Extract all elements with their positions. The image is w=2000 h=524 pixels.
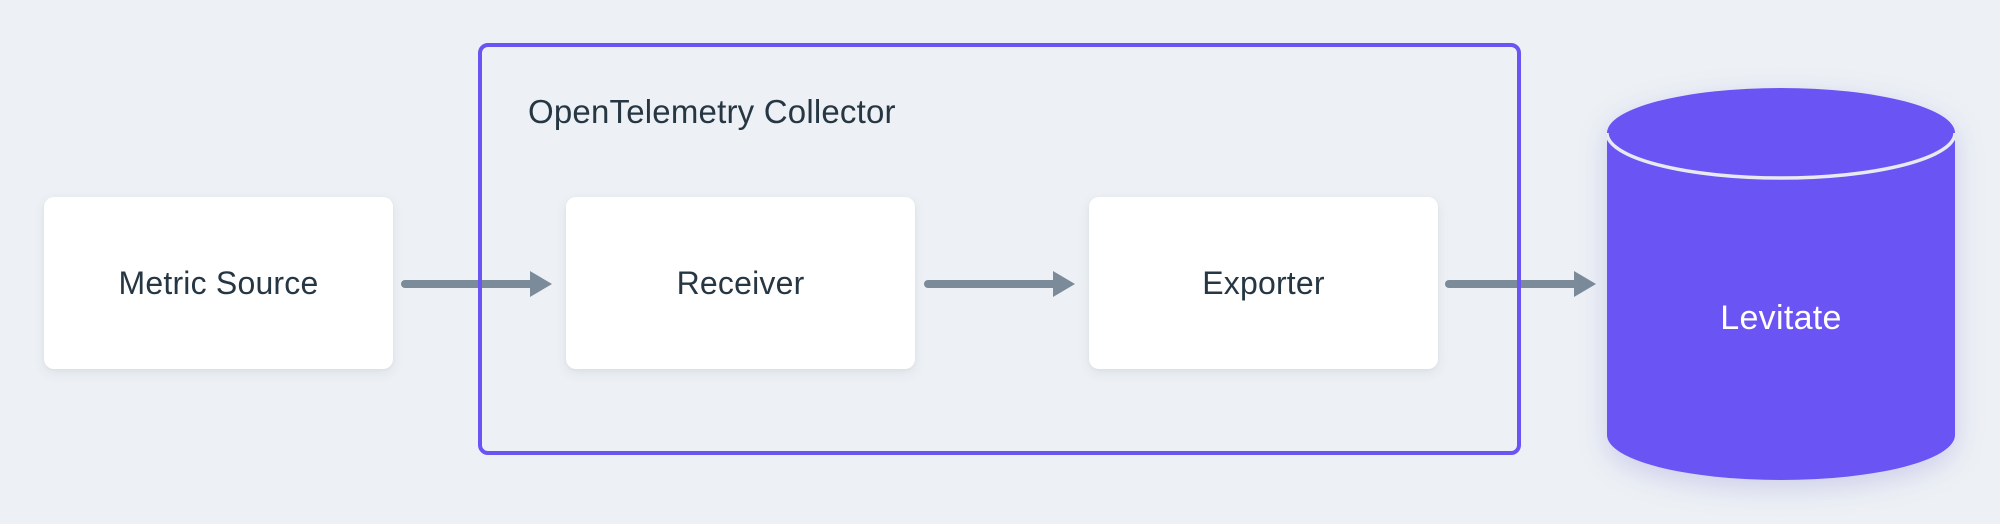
node-receiver: Receiver — [566, 197, 915, 369]
exporter-label: Exporter — [1202, 264, 1325, 301]
metric-source-label: Metric Source — [118, 264, 319, 301]
node-metric-source: Metric Source — [44, 197, 393, 369]
arrow-right-icon — [924, 271, 1075, 297]
levitate-label: Levitate — [1720, 299, 1842, 337]
database-cylinder-icon — [1607, 88, 1955, 480]
otel-collector-group: OpenTelemetry Collector — [478, 43, 1521, 455]
receiver-label: Receiver — [676, 264, 805, 301]
node-exporter: Exporter — [1089, 197, 1438, 369]
arrow-right-icon — [401, 271, 552, 297]
otel-collector-label: OpenTelemetry Collector — [528, 93, 896, 130]
node-levitate-database: Levitate — [1607, 88, 1955, 480]
arrow-right-icon — [1445, 271, 1596, 297]
